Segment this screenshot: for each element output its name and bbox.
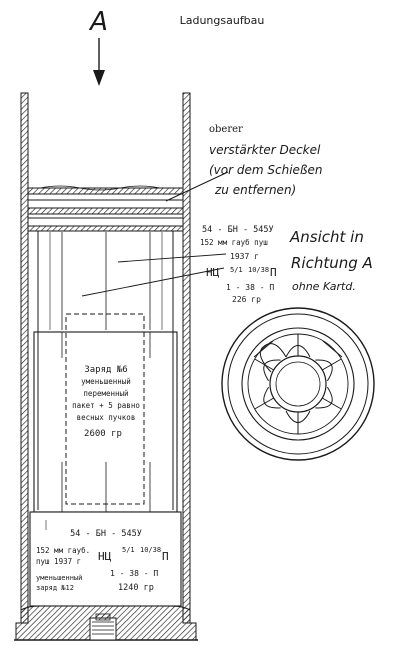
svg-text:oberer: oberer (209, 124, 243, 135)
svg-text:54 - БН - 545У: 54 - БН - 545У (202, 225, 274, 235)
svg-text:НЦ: НЦ (98, 550, 112, 563)
svg-text:Richtung A: Richtung A (291, 254, 373, 272)
upper-marking: 54 - БН - 545У 152 мм гауб пуш 1937 г НЦ… (81, 225, 277, 304)
svg-text:переменный: переменный (83, 389, 128, 398)
svg-text:1 - 38 - П: 1 - 38 - П (110, 569, 158, 578)
svg-text:10/38: 10/38 (248, 266, 269, 274)
lid-annotation: oberer verstärkter Deckel (vor dem Schie… (165, 124, 322, 202)
svg-text:5/1: 5/1 (230, 266, 243, 274)
cartridge-case (14, 92, 198, 641)
svg-text:пуш 1937 г: пуш 1937 г (36, 557, 81, 566)
view-caption: Ansicht in Richtung A ohne Kartd. (289, 228, 373, 293)
end-view-tubes (253, 334, 343, 434)
svg-text:2600 гр: 2600 гр (84, 429, 122, 439)
case-wall-right (182, 92, 191, 624)
marking-leader-top (117, 253, 227, 263)
view-letter: A (88, 7, 108, 37)
svg-text:226 гр: 226 гр (232, 295, 261, 304)
svg-text:(vor dem Schießen: (vor dem Schießen (209, 163, 322, 177)
bag-label: Заряд №6 уменьшенный переменный пакет + … (72, 365, 140, 439)
charge-bag-6: Заряд №6 уменьшенный переменный пакет + … (33, 331, 178, 513)
svg-text:уменьшенный: уменьшенный (36, 574, 82, 582)
drawing-title: Ladungsaufbau (180, 14, 265, 27)
svg-text:1240 гр: 1240 гр (118, 583, 154, 593)
svg-text:54 - БН - 545У: 54 - БН - 545У (70, 529, 142, 539)
svg-text:5/1: 5/1 (122, 546, 135, 554)
propellant-tube-bundle (37, 232, 174, 510)
svg-text:verstärkter Deckel: verstärkter Deckel (209, 143, 321, 157)
svg-text:уменьшенный: уменьшенный (81, 377, 131, 386)
svg-text:1 - 38 - П: 1 - 38 - П (226, 283, 274, 292)
reinforced-lid (27, 185, 184, 240)
svg-text:10/38: 10/38 (140, 546, 161, 554)
lid-leader-line (165, 171, 229, 202)
inner-packet-outline (65, 313, 145, 505)
marking-leader-bottom (81, 267, 225, 297)
svg-text:Ansicht in: Ansicht in (289, 228, 364, 246)
end-view-a (221, 307, 375, 461)
svg-text:П: П (162, 550, 169, 563)
case-wall-left (20, 92, 29, 624)
svg-text:заряд №12: заряд №12 (36, 584, 74, 592)
svg-text:152 мм гауб.: 152 мм гауб. (36, 546, 90, 555)
svg-text:152 мм гауб пуш: 152 мм гауб пуш (200, 238, 268, 247)
svg-text:zu entfernen): zu entfernen) (214, 183, 296, 197)
svg-text:П: П (270, 266, 277, 279)
svg-text:1937 г: 1937 г (230, 252, 259, 261)
base-charge-12: 54 - БН - 545У 152 мм гауб. пуш 1937 г Н… (29, 511, 182, 607)
svg-text:Заряд №6: Заряд №6 (84, 365, 127, 375)
svg-text:НЦ: НЦ (206, 266, 220, 279)
svg-text:ohne Kartd.: ohne Kartd. (292, 280, 356, 293)
base-marking: 54 - БН - 545У 152 мм гауб. пуш 1937 г Н… (36, 529, 169, 593)
view-direction-arrow: A (88, 7, 108, 86)
svg-text:пакет + 5 равно: пакет + 5 равно (72, 401, 140, 410)
primer (89, 617, 117, 641)
svg-text:весных пучков: весных пучков (77, 413, 136, 422)
